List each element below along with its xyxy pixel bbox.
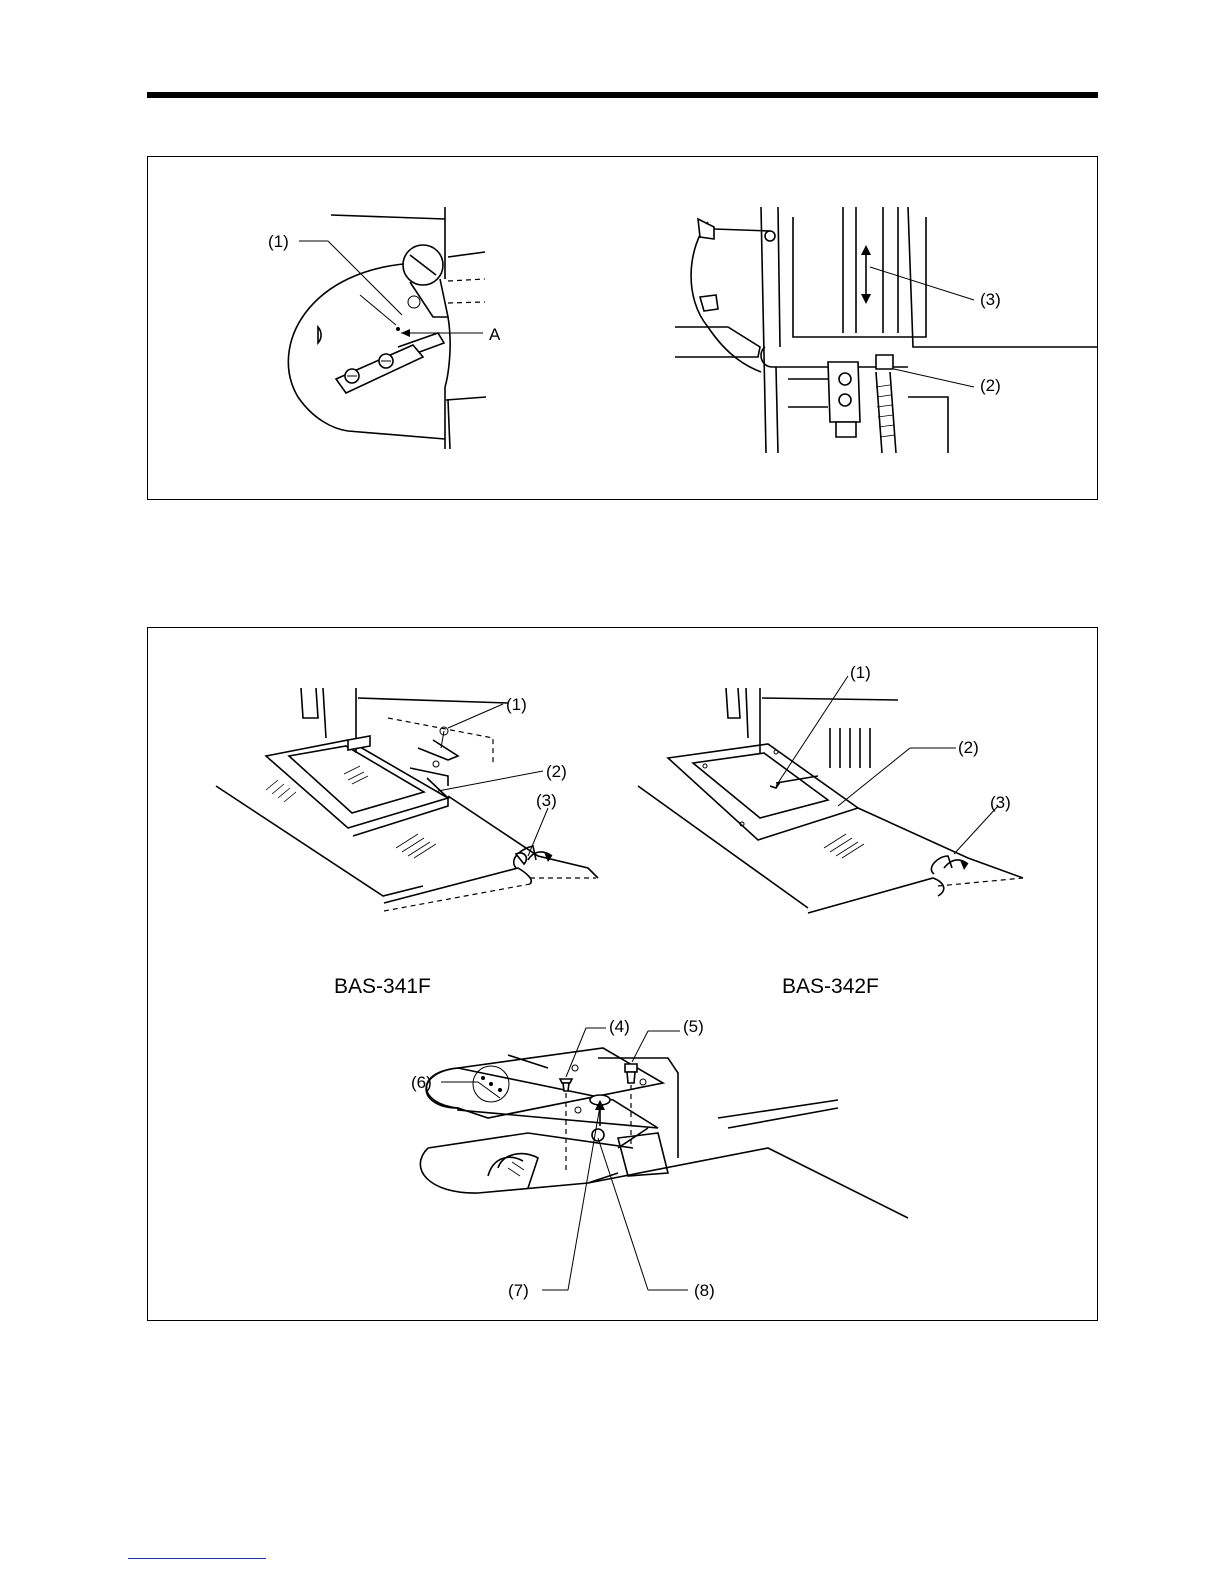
bas342-callout-3: (3)	[990, 793, 1011, 812]
bas-341f-drawing: (1) (2) (3)	[216, 688, 598, 911]
callout-8-label: (8)	[694, 1281, 715, 1300]
footnote-separator	[128, 1558, 266, 1559]
bas-342f-drawing: (1) (2) (3)	[638, 663, 1023, 913]
callout-3-label: (3)	[980, 290, 1001, 309]
bas341-callout-2: (2)	[546, 762, 567, 781]
model-label-bas-341f: BAS-341F	[334, 975, 431, 999]
bas342-callout-1: (1)	[850, 663, 871, 682]
needle-plate-illustration: (1) A	[148, 157, 1099, 501]
bas341-callout-1: (1)	[506, 695, 527, 714]
header-rule	[147, 92, 1098, 98]
hook-drawing: (1) A	[268, 207, 501, 449]
lever-drawing: (3) (2)	[675, 207, 1098, 453]
figure-frame-bottom: (1) (2) (3)	[147, 627, 1098, 1321]
bobbin-cover-drawing: (4) (5) (6) (7) (8)	[411, 1017, 908, 1300]
callout-5-label: (5)	[683, 1017, 704, 1036]
callout-1-label: (1)	[268, 232, 289, 251]
callout-4-label: (4)	[609, 1017, 630, 1036]
model-label-bas-342f: BAS-342F	[782, 975, 879, 999]
callout-6-label: (6)	[411, 1073, 432, 1092]
figure-frame-top: (1) A	[147, 156, 1098, 500]
callout-a-label: A	[489, 325, 501, 344]
cover-plate-illustration: (1) (2) (3)	[148, 628, 1099, 1322]
bas341-callout-3: (3)	[536, 791, 557, 810]
callout-2-label: (2)	[980, 376, 1001, 395]
bas342-callout-2: (2)	[958, 738, 979, 757]
callout-7-label: (7)	[508, 1281, 529, 1300]
